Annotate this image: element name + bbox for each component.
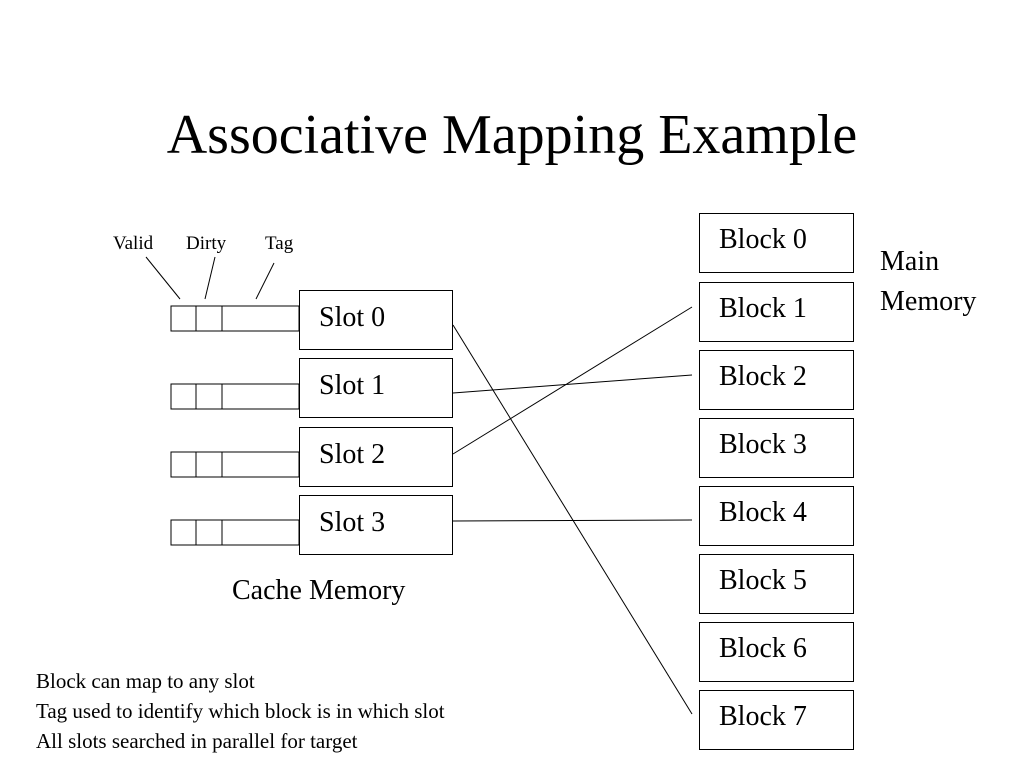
block-1: Block 1 bbox=[699, 282, 854, 342]
mapping-line-slot-2-block-1 bbox=[452, 306, 693, 455]
block-5: Block 5 bbox=[699, 554, 854, 614]
slot-0-fields bbox=[170, 305, 300, 332]
cache-memory-label: Cache Memory bbox=[232, 575, 406, 606]
notes: Block can map to any slot Tag used to id… bbox=[36, 666, 445, 756]
slot-3: Slot 3 bbox=[299, 495, 453, 555]
slide-title: Associative Mapping Example bbox=[166, 104, 858, 166]
note-line: Block can map to any slot bbox=[36, 669, 255, 693]
block-0: Block 0 bbox=[699, 213, 854, 273]
slot-0: Slot 0 bbox=[299, 290, 453, 350]
main-memory-label-line: Main bbox=[880, 246, 940, 277]
mapping-line-slot-1-block-2 bbox=[452, 374, 693, 394]
mapping-line-slot-3-block-4 bbox=[452, 519, 693, 522]
slot-2: Slot 2 bbox=[299, 427, 453, 487]
slot-2-fields bbox=[170, 451, 300, 478]
slot-1: Slot 1 bbox=[299, 358, 453, 418]
tag-pointer bbox=[255, 262, 275, 300]
slot-1-fields bbox=[170, 383, 300, 410]
valid-pointer bbox=[145, 256, 181, 300]
note-line: All slots searched in parallel for targe… bbox=[36, 729, 358, 753]
slot-3-fields bbox=[170, 519, 300, 546]
block-6: Block 6 bbox=[699, 622, 854, 682]
dirty-pointer bbox=[204, 256, 216, 300]
mapping-line-slot-0-block-7 bbox=[452, 324, 693, 715]
block-3: Block 3 bbox=[699, 418, 854, 478]
note-line: Tag used to identify which block is in w… bbox=[36, 699, 445, 723]
valid-label: Valid bbox=[113, 233, 154, 254]
block-7: Block 7 bbox=[699, 690, 854, 750]
block-2: Block 2 bbox=[699, 350, 854, 410]
dirty-label: Dirty bbox=[186, 233, 227, 254]
main-memory-label-line: Memory bbox=[880, 286, 977, 317]
main-memory-label: Main Memory bbox=[880, 242, 976, 322]
block-4: Block 4 bbox=[699, 486, 854, 546]
tag-label: Tag bbox=[265, 233, 294, 254]
